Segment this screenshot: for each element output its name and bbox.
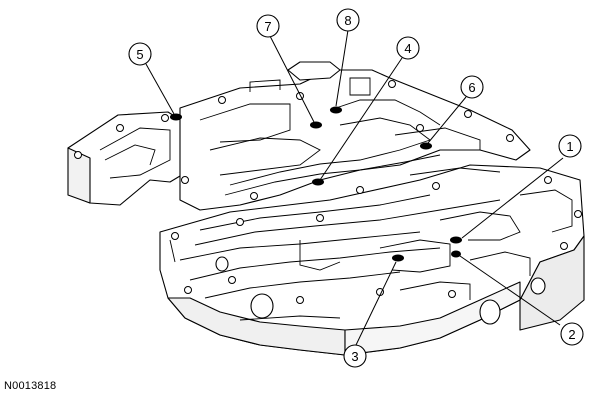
check-ball-locations [170, 106, 462, 262]
check-ball-8 [330, 106, 342, 114]
check-ball-2 [451, 250, 461, 258]
fluid-passages [99, 77, 573, 321]
callout-6: 6 [460, 75, 484, 99]
callout-4: 4 [396, 36, 420, 60]
figure-id: N0013818 [4, 380, 57, 392]
callout-8: 8 [336, 8, 360, 32]
check-ball-3 [392, 254, 404, 262]
svg-text:4: 4 [404, 41, 411, 56]
check-ball-4 [312, 178, 324, 186]
callout-2: 2 [560, 322, 584, 346]
callout-5: 5 [128, 42, 152, 66]
callout-7: 7 [256, 14, 280, 38]
leader-lines [145, 29, 564, 346]
svg-text:8: 8 [344, 13, 351, 28]
svg-text:5: 5 [136, 47, 143, 62]
svg-text:7: 7 [264, 19, 271, 34]
check-ball-7 [310, 121, 322, 129]
bolt-holes [74, 80, 582, 304]
svg-text:1: 1 [566, 139, 573, 154]
svg-text:6: 6 [468, 80, 475, 95]
svg-text:3: 3 [351, 349, 358, 364]
check-ball-5 [170, 113, 182, 121]
check-ball-1 [450, 236, 462, 244]
check-ball-6 [420, 142, 432, 150]
callout-1: 1 [558, 134, 582, 158]
svg-text:2: 2 [568, 327, 575, 342]
callout-3: 3 [343, 344, 367, 368]
